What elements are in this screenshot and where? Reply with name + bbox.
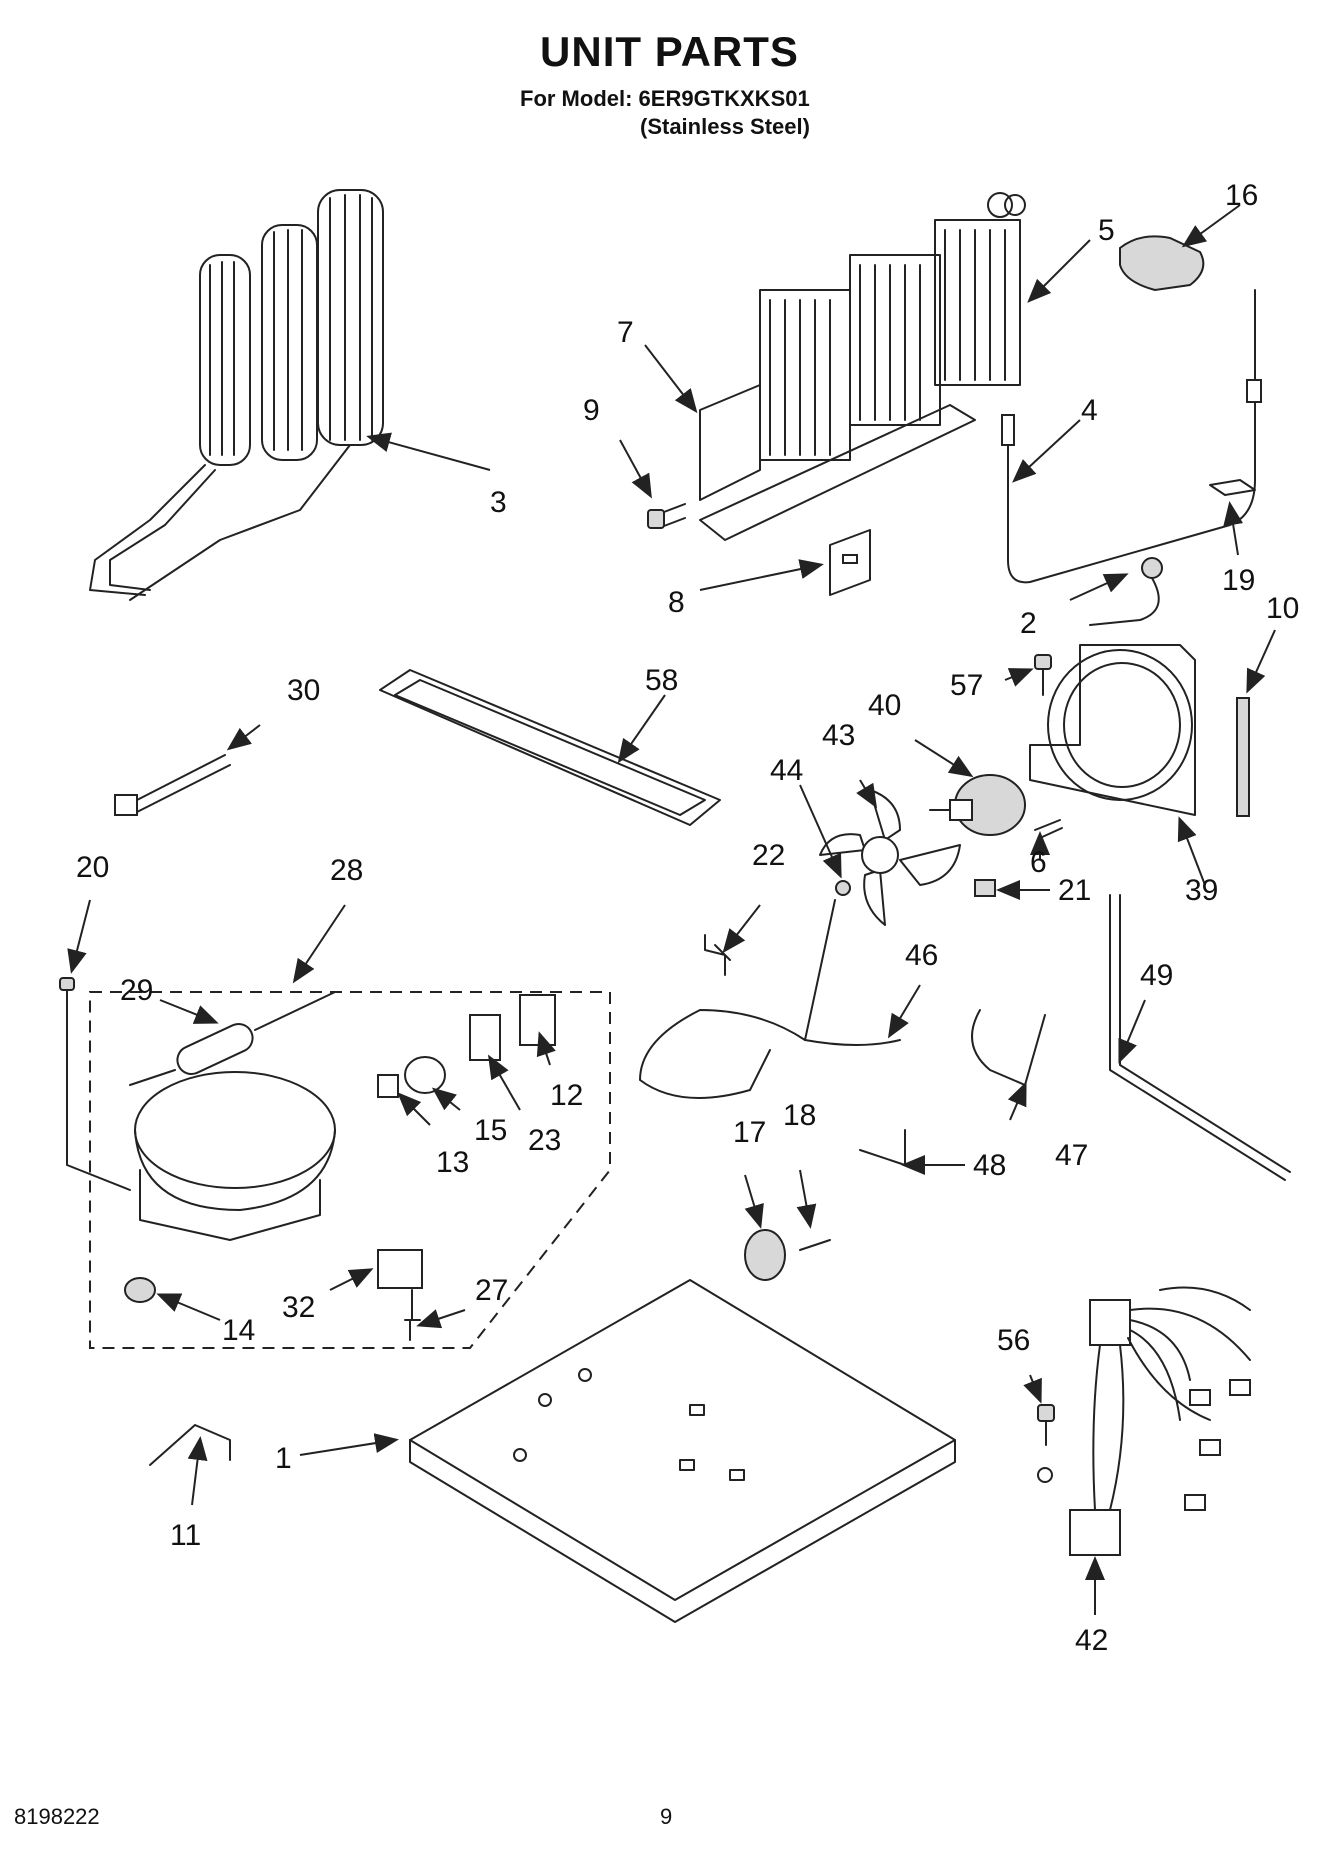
callout-44: 44	[770, 754, 803, 787]
callout-11: 11	[170, 1519, 201, 1552]
cover-part-12	[519, 994, 556, 1046]
callout-57: 57	[950, 669, 983, 702]
callout-32: 32	[282, 1291, 315, 1324]
tube-part-48	[859, 1129, 906, 1166]
page-title: UNIT PARTS	[540, 28, 799, 75]
callout-5: 5	[1098, 214, 1115, 247]
callout-18: 18	[783, 1099, 816, 1132]
callout-1: 1	[275, 1442, 292, 1475]
callout-42: 42	[1075, 1624, 1108, 1657]
callout-40: 40	[868, 689, 901, 722]
callout-6: 6	[1030, 846, 1047, 879]
capacitor-part-32	[377, 1249, 423, 1289]
callout-9: 9	[583, 394, 600, 427]
model-label: For Model: 6ER9GTKXKS01	[520, 86, 810, 111]
screw-part-57	[1034, 654, 1052, 696]
clip-part-22	[704, 934, 731, 976]
defrost-wire-part-4	[1001, 289, 1262, 584]
callout-48: 48	[973, 1149, 1006, 1182]
leader-lines	[67, 204, 1276, 1615]
roller-part-17	[744, 1229, 786, 1281]
base-part-1	[409, 1279, 956, 1623]
callout-13: 13	[436, 1146, 469, 1179]
tube-part-47	[971, 1009, 1046, 1086]
clip-part-11	[149, 1424, 231, 1466]
page-number: 9	[660, 1804, 673, 1829]
callout-27: 27	[475, 1274, 508, 1307]
strip-part-10	[1236, 697, 1250, 817]
start-device-part-23	[469, 1014, 501, 1061]
document-number: 8198222	[14, 1804, 100, 1829]
screw-part-20	[59, 977, 131, 1191]
callout-16: 16	[1225, 179, 1258, 212]
condenser-coil-part-3	[89, 189, 384, 601]
callout-43: 43	[822, 719, 855, 752]
callout-4: 4	[1081, 394, 1098, 427]
callout-58: 58	[645, 664, 678, 697]
callout-14: 14	[222, 1314, 255, 1347]
tube-part-46-branch	[804, 1039, 901, 1046]
bracket-part-8	[829, 529, 871, 596]
callout-29: 29	[120, 974, 153, 1007]
pad-part-16	[1119, 235, 1205, 292]
callout-labels: 3 5 16 7 9 4 8 19 2 10 58 30 57 40 43 44…	[76, 179, 1299, 1657]
callout-8: 8	[668, 586, 685, 619]
drier-part-29	[129, 991, 336, 1086]
wire-harness-part-42	[1069, 1286, 1251, 1556]
callout-3: 3	[490, 486, 507, 519]
overload-part-15	[404, 1056, 446, 1094]
pin-part-18	[799, 1239, 831, 1251]
callout-30: 30	[287, 674, 320, 707]
fan-shroud-part-39	[1029, 644, 1196, 816]
evaporator-part-5	[699, 192, 1026, 541]
callout-15: 15	[474, 1114, 507, 1147]
callout-7: 7	[617, 316, 634, 349]
drain-tray-part-58	[379, 669, 721, 826]
variant-label: (Stainless Steel)	[640, 114, 810, 139]
compressor-assembly-box-part-28	[89, 991, 611, 1349]
callout-47: 47	[1055, 1139, 1088, 1172]
callout-2: 2	[1020, 607, 1037, 640]
screw-part-9	[647, 503, 686, 529]
callout-49: 49	[1140, 959, 1173, 992]
screw-part-27	[404, 1289, 421, 1341]
callout-12: 12	[550, 1079, 583, 1112]
callout-28: 28	[330, 854, 363, 887]
callout-19: 19	[1222, 564, 1255, 597]
callout-20: 20	[76, 851, 109, 884]
tube-part-49	[1109, 894, 1286, 1181]
tube-part-49-edge	[1119, 894, 1291, 1173]
tube-part-46	[639, 899, 836, 1099]
callout-39: 39	[1185, 874, 1218, 907]
grommet-part-21	[974, 879, 996, 897]
callout-21: 21	[1058, 874, 1091, 907]
callout-17: 17	[733, 1116, 766, 1149]
callout-22: 22	[752, 839, 785, 872]
callout-46: 46	[905, 939, 938, 972]
grommet-part-14	[124, 1277, 156, 1303]
cable-tie-part-30	[114, 754, 231, 816]
callout-23: 23	[528, 1124, 561, 1157]
relay-part-13	[377, 1074, 399, 1098]
fan-blade-part-43	[819, 789, 961, 926]
callout-10: 10	[1266, 592, 1299, 625]
compressor	[134, 1071, 336, 1241]
fan-motor-part-40	[929, 774, 1026, 836]
screw-part-56	[1037, 1404, 1055, 1483]
sensor-part-2	[1089, 557, 1163, 626]
callout-56: 56	[997, 1324, 1030, 1357]
washer-part-44	[835, 880, 851, 896]
